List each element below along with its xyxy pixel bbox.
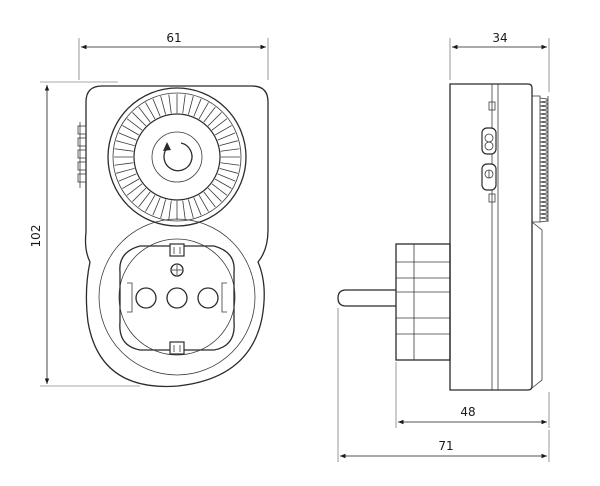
pin-hole-center (166, 287, 188, 309)
dimension-front-width: 61 (78, 31, 269, 80)
dimension-61-label: 61 (166, 31, 181, 45)
dimension-102-label: 102 (29, 225, 43, 248)
side-switch-buttons (481, 101, 497, 203)
timer-dial (107, 87, 247, 227)
front-body-outline (84, 85, 269, 388)
dimension-71-label: 71 (438, 439, 453, 453)
screw-icon (170, 263, 184, 277)
timer-dial-segments (114, 94, 240, 220)
front-side-clips (77, 122, 87, 188)
dimension-front-height: 102 (29, 81, 140, 387)
side-dial-gear (531, 95, 549, 223)
dimension-overall-depth: 71 (337, 308, 550, 462)
pin-hole-right (197, 287, 219, 309)
front-view (77, 85, 269, 388)
plug-pin (337, 289, 396, 307)
dimension-side-depth: 34 (449, 31, 550, 92)
pin-hole-left (135, 287, 157, 309)
earth-clip-top (169, 243, 185, 257)
side-view (337, 83, 549, 391)
side-housing (449, 83, 533, 391)
dimension-body-depth: 48 (395, 362, 550, 428)
earth-clip-bottom (169, 341, 185, 355)
rotate-arrowhead-icon (163, 142, 171, 151)
socket (98, 218, 256, 376)
dimension-48-label: 48 (460, 405, 475, 419)
plug-body (395, 243, 451, 361)
rotate-arrow-icon (163, 142, 193, 172)
dimension-34-label: 34 (492, 31, 507, 45)
